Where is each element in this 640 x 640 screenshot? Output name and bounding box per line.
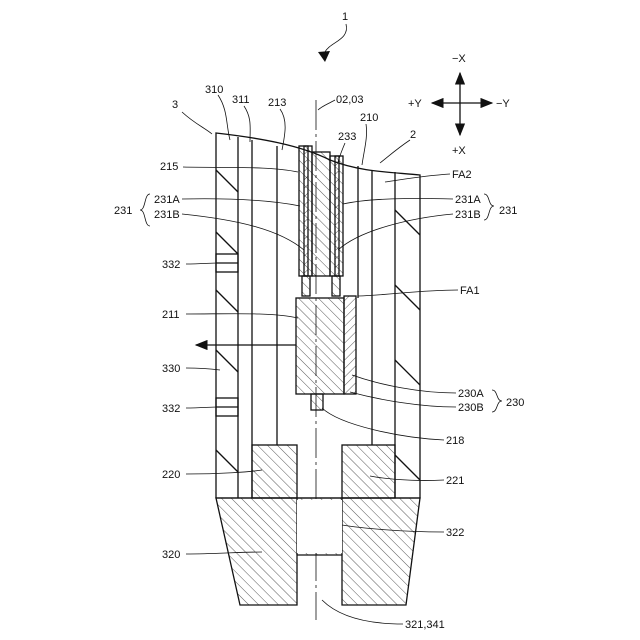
fiber-233-mid <box>312 152 330 276</box>
label-231a-right: 231A <box>455 194 481 206</box>
figure-number: 1 <box>342 11 348 23</box>
figure-arrowhead <box>318 51 330 62</box>
label-230: 230 <box>506 397 524 409</box>
label-218: 218 <box>446 435 464 447</box>
label-332-top: 332 <box>162 259 180 271</box>
label-311: 311 <box>232 94 250 106</box>
label-310: 310 <box>205 84 223 96</box>
label-231-right: 231 <box>499 205 517 217</box>
label-322: 322 <box>446 527 464 539</box>
stub-218 <box>311 394 323 410</box>
base-channel <box>297 500 342 553</box>
axis-pos-x-label: +X <box>452 145 466 157</box>
label-3: 3 <box>172 99 178 111</box>
label-fa1: FA1 <box>460 285 480 297</box>
figure-leader <box>325 24 347 52</box>
block-230b <box>344 296 356 394</box>
label-230a: 230A <box>458 388 484 400</box>
label-2: 2 <box>410 129 416 141</box>
label-231b-left: 231B <box>154 209 180 221</box>
left-wall-hatching <box>216 170 238 472</box>
label-233: 233 <box>338 131 356 143</box>
label-211: 211 <box>162 309 180 321</box>
axis-pos-y-label: +Y <box>408 98 422 110</box>
block-220 <box>252 445 297 498</box>
label-210: 210 <box>360 112 378 124</box>
right-wall-hatching <box>395 210 420 480</box>
label-221: 221 <box>446 475 464 487</box>
fiber-end-right <box>332 276 340 296</box>
label-02-03: 02,03 <box>336 94 364 106</box>
label-215: 215 <box>160 161 178 173</box>
fiber-end-left <box>302 276 310 296</box>
block-221 <box>342 445 395 498</box>
axis-indicator: −X +X +Y −Y <box>408 53 510 157</box>
label-220: 220 <box>162 469 180 481</box>
label-330: 330 <box>162 363 180 375</box>
axis-neg-y-label: −Y <box>496 98 510 110</box>
label-231a-left: 231A <box>154 194 180 206</box>
label-230b: 230B <box>458 402 484 414</box>
block-230a <box>296 298 344 394</box>
label-332-bottom: 332 <box>162 403 180 415</box>
label-321-341: 321,341 <box>405 619 445 631</box>
label-231-left: 231 <box>114 205 132 217</box>
fiber-core-right <box>335 156 339 276</box>
fiber-core-left <box>304 146 308 276</box>
label-213: 213 <box>268 97 286 109</box>
label-231b-right: 231B <box>455 209 481 221</box>
axis-neg-x-label: −X <box>452 53 466 65</box>
label-320: 320 <box>162 549 180 561</box>
label-fa2: FA2 <box>452 169 472 181</box>
